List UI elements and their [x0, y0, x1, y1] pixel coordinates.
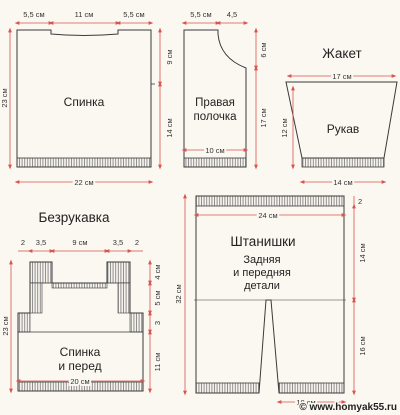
front-upper-dim: 6 см [259, 42, 268, 57]
pants-label-line1: Задняя [243, 254, 280, 266]
vest-neck-rib [51, 282, 108, 289]
vest-piece: Спинка и перед 2 3,5 9 см 3,5 2 23 см 4 … [1, 238, 162, 394]
sleeve-height-dim: 12 см [280, 118, 289, 137]
pants-height-dim: 32 см [174, 284, 183, 303]
pants-right-leg-rib [278, 382, 345, 394]
back-outline [16, 29, 152, 168]
vest-top-dim-3: 9 см [72, 238, 87, 247]
sleeve-rib [301, 157, 385, 168]
vest-right-dim-3: 3 [153, 321, 162, 325]
front-lower-dim: 17 см [259, 108, 268, 127]
front-label-line2: полочка [193, 111, 237, 123]
vest-height-dim: 23 см [1, 316, 10, 335]
back-label: Спинка [64, 95, 105, 109]
vest-title: Безрукавка [39, 210, 110, 225]
sleeve-top-dim: 17 см [332, 72, 351, 81]
jacket-back-piece: Спинка 5,5 см 11 см 5,5 см 23 см 9 см 14… [0, 10, 174, 189]
vest-right-armhole-rib [117, 282, 131, 314]
vest-right-side-rib [129, 312, 144, 333]
pants-upper-dim: 14 см [358, 243, 367, 262]
vest-left-side-rib [17, 312, 31, 333]
front-width-dim: 10 см [205, 146, 224, 155]
vest-right-dim-2: 5 см [153, 290, 162, 305]
pants-leg-dim: 10 см [296, 398, 315, 407]
jacket-sleeve-piece: Рукав 17 см 12 см 14 см [280, 70, 398, 189]
pants-waist-rib [195, 195, 345, 207]
front-outline [183, 29, 247, 168]
front-rib [183, 157, 247, 168]
pants-lower-dim: 16 см [358, 336, 367, 355]
vest-top-dim-2: 3,5 [36, 238, 46, 247]
front-top-right-dim: 4,5 [227, 10, 237, 19]
vest-right-dim-1: 4 см [153, 264, 162, 279]
pants-outline [195, 195, 345, 394]
back-top-right-dim: 5,5 см [123, 10, 144, 19]
pants-left-leg-rib [195, 382, 260, 394]
pants-piece: Штанишки Задняя и передняя детали 24 см … [174, 193, 367, 409]
sleeve-outline [285, 81, 398, 159]
back-top-mid-dim: 11 см [75, 10, 94, 19]
jacket-right-front-piece: Правая полочка 5,5 см 4,5 6 см 17 см 10 … [181, 10, 268, 170]
vest-top-dim-1: 2 [21, 238, 25, 247]
vest-left-strap-rib [29, 261, 53, 284]
back-lower-dim: 14 см [165, 118, 174, 137]
pants-title: Штанишки [230, 234, 295, 249]
vest-outline [17, 261, 144, 392]
vest-label-line1: Спинка [60, 345, 101, 359]
vest-width-dim: 20 см [70, 377, 89, 386]
back-upper-dim: 9 см [165, 49, 174, 64]
pants-label-line2: и передняя [233, 267, 291, 279]
front-label-line1: Правая [195, 97, 235, 109]
vest-left-armhole-rib [29, 282, 43, 314]
sleeve-label: Рукав [327, 122, 360, 136]
back-top-left-dim: 5,5 см [23, 10, 44, 19]
vest-right-dim-4: 11 см [153, 353, 162, 372]
back-height-dim: 23 см [0, 88, 9, 107]
back-rib [16, 157, 152, 168]
watermark: © www.homyak55.ru [299, 402, 397, 413]
jacket-title: Жакет [322, 46, 361, 61]
back-width-dim: 22 см [74, 178, 93, 187]
vest-label-line2: и перед [58, 359, 101, 373]
pants-label-line3: детали [244, 280, 280, 292]
vest-right-strap-rib [106, 261, 131, 284]
vest-top-dim-4: 3,5 [113, 238, 123, 247]
pants-band-dim: 2 [358, 197, 362, 206]
pants-top-dim: 24 см [258, 211, 277, 220]
sleeve-width-dim: 14 см [333, 178, 352, 187]
front-top-left-dim: 5,5 см [190, 10, 211, 19]
vest-top-dim-5: 2 [135, 238, 139, 247]
